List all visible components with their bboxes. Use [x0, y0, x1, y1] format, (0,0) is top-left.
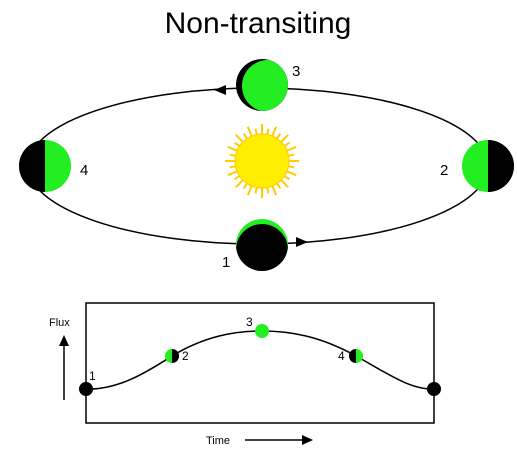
time-axis-label: Time: [206, 435, 230, 447]
curve-label-4: 4: [338, 349, 345, 363]
sun-icon: [225, 124, 299, 198]
curve-marker-4: [349, 349, 363, 363]
phase-label-2: 2: [440, 162, 448, 179]
planet-phase-2: [462, 140, 514, 192]
diagram-title: Non-transiting: [165, 7, 352, 40]
curve-marker-end: [427, 382, 441, 396]
planet-phase-1: [236, 219, 288, 271]
flux-arrow-head: [59, 335, 69, 346]
flux-axis-label: Flux: [49, 317, 70, 329]
light-curve-frame: [85, 302, 435, 424]
curve-label-2: 2: [182, 349, 189, 363]
planet-phase-4: [19, 140, 71, 192]
curve-label-3: 3: [246, 315, 253, 329]
time-arrow-head: [302, 435, 313, 445]
orbit-arrow-top: [214, 85, 226, 95]
light-curve: [85, 330, 435, 390]
curve-label-1: 1: [89, 369, 96, 383]
phase-label-1: 1: [222, 254, 230, 271]
phase-label-4: 4: [80, 162, 88, 179]
planet-phase-3: [236, 59, 288, 111]
curve-marker-1: [79, 382, 93, 396]
orbit-arrow-bottom: [296, 237, 308, 247]
curve-marker-2: [165, 349, 179, 363]
phase-label-3: 3: [292, 63, 300, 80]
curve-marker-3: [255, 324, 269, 338]
